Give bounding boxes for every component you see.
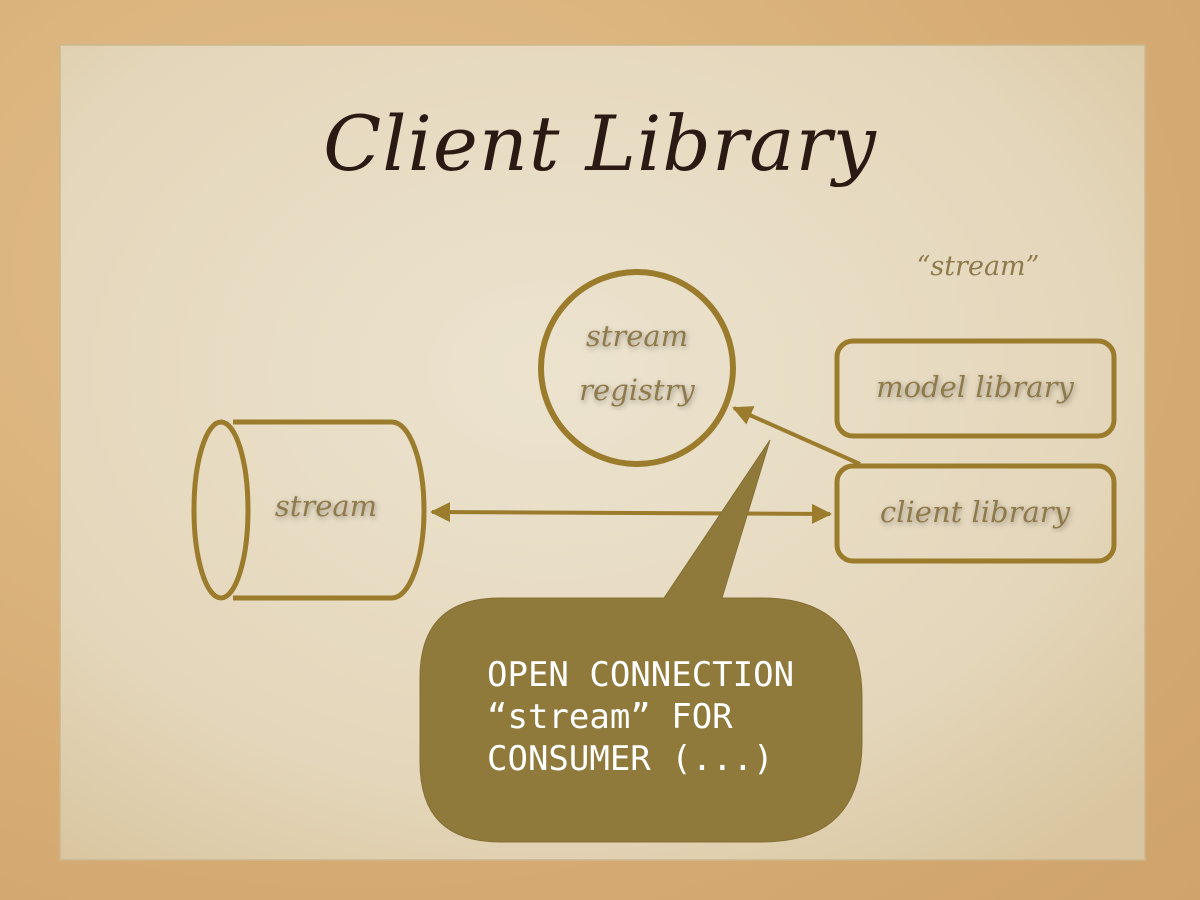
stream-registry-label-line1: stream — [586, 319, 688, 353]
stream-cylinder-node: stream — [191, 419, 427, 601]
stream-cylinder-label: stream — [275, 489, 377, 523]
callout-line-3: CONSUMER (...) — [487, 739, 774, 779]
stream-client-double-arrow — [430, 502, 832, 524]
stream-registry-label-line2: registry — [579, 373, 695, 407]
callout-bubble-shape — [419, 439, 863, 843]
stream-registry-circle — [538, 269, 736, 467]
callout-bubble: OPEN CONNECTION “stream” FOR CONSUMER (.… — [419, 439, 863, 843]
client-library-box — [834, 463, 1117, 564]
client-to-registry-arrow — [732, 406, 861, 466]
callout-line-1: OPEN CONNECTION — [487, 655, 794, 695]
stream-registry-node: stream registry — [538, 269, 736, 467]
client-library-label: client library — [880, 495, 1071, 529]
stream-cylinder-end — [191, 419, 251, 601]
stream-quote-label: “stream” — [917, 251, 1040, 282]
model-library-box — [834, 338, 1117, 439]
callout-line-2: “stream” FOR — [487, 697, 733, 737]
slide-title: Client Library — [323, 99, 877, 188]
model-library-node: model library — [834, 338, 1117, 439]
model-library-label: model library — [876, 370, 1074, 404]
stream-cylinder-body — [233, 419, 427, 601]
client-library-node: client library — [834, 463, 1117, 564]
